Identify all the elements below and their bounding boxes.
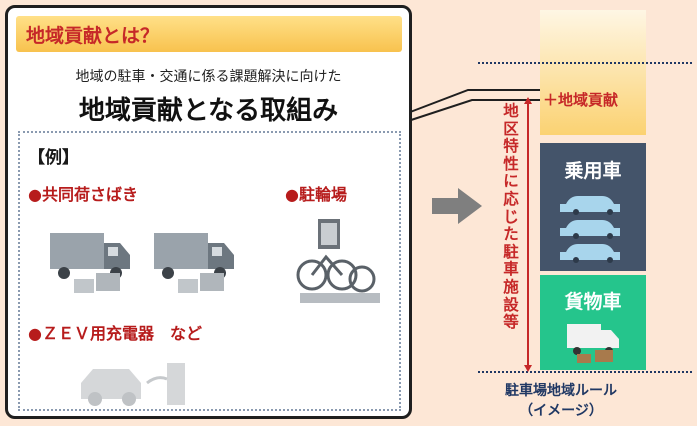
card-subtitle: 地域の駐車・交通に係る課題解決に向けた [75,69,342,85]
passenger-car-icons [560,196,620,263]
delivery-truck-icon [50,233,234,293]
ev-charger-icon [81,363,185,406]
bottom-dotted-line [478,371,692,373]
example-bicycle-parking: ●駐輪場 [285,185,347,204]
regional-contribution-card: 地域貢献とは？ 地域の駐車・交通に係る課題解決に向けた 地域貢献となる取組み 【… [5,5,412,419]
right-arrow-icon [432,188,482,224]
side-vertical-label: 地区特性に応じた駐車施設等 [503,102,519,332]
bicycle-parking-icon [296,219,380,303]
card-header-label: 地域貢献とは？ [26,25,160,47]
caption-line-1: 駐車場地域ルール [505,383,617,399]
cargo-truck-icon [567,324,619,363]
card-header: 地域貢献とは？ [16,16,402,52]
example-shared-loading: ●共同荷さばき [28,185,138,204]
examples-title: 【例】 [28,148,79,168]
top-dotted-line [478,62,692,64]
cargo-vehicle-segment [540,275,646,370]
example-zev-charger: ●ＺＥＶ用充電器 など [28,324,202,343]
caption-line-2: （イメージ） [519,403,603,419]
regional-contribution-segment [540,10,646,135]
range-double-arrow [524,97,532,372]
card-title: 地域貢献となる取組み [78,96,339,126]
examples-box: 【例】 ●共同荷さばき ●駐輪場 ●ＺＥＶ用充電器 など [18,131,401,411]
regional-contribution-label: ＋地域貢献 [543,91,619,109]
passenger-car-label: 乗用車 [564,160,622,182]
cargo-vehicle-label: 貨物車 [564,291,622,313]
